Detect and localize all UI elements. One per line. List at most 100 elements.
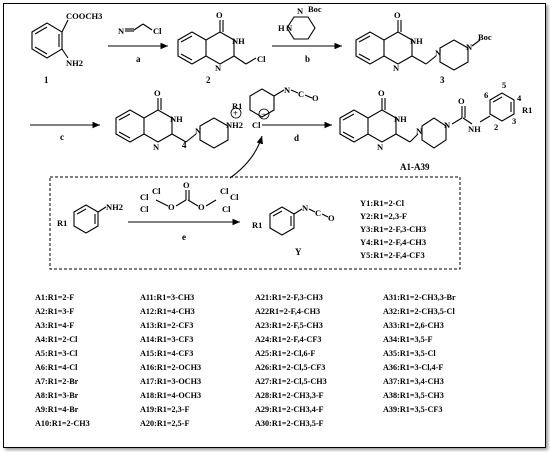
table-entry: A23:R1=2-F,5-CH3 bbox=[255, 321, 323, 330]
table-entry: A33:R1=2,6-CH3 bbox=[383, 321, 444, 330]
table-entry: A26:R1=2-Cl,5-CF3 bbox=[255, 363, 325, 372]
table-entry: A20:R1=2,5-F bbox=[140, 419, 189, 428]
substituent-table-col-3: A21:R1=2-F,3-CH3 A22R1=2-F,4-CH3 A23:R1=… bbox=[255, 293, 327, 428]
c3-piperazine-n1: N bbox=[435, 48, 442, 58]
table-entry: A39:R1=3,5-CF3 bbox=[383, 405, 442, 414]
table-entry: A29:R1=2-CH3,4-F bbox=[255, 405, 324, 414]
aniline-nh2: NH2 bbox=[106, 202, 123, 212]
c4-piperazine-n1: N bbox=[195, 126, 202, 136]
tp-o-1: O bbox=[168, 202, 175, 212]
boc-label-3: Boc bbox=[478, 32, 492, 42]
table-entry: A21:R1=2-F,3-CH3 bbox=[255, 293, 323, 302]
table-entry: A25:R1=2-Cl,6-F bbox=[255, 349, 315, 358]
final-compound-structure: O NH N N N O NH 6 5 4 3 2 R1 bbox=[339, 80, 532, 152]
table-entry: A34:R1=3,5-F bbox=[383, 335, 432, 344]
ring-pos-6: 6 bbox=[484, 90, 488, 100]
table-entry: A38:R1=3,5-CH3 bbox=[383, 391, 444, 400]
tp-o-2: O bbox=[198, 202, 205, 212]
compound-1-structure: COOCH3 NH2 bbox=[31, 11, 102, 68]
final-oxygen: O bbox=[378, 88, 385, 98]
table-entry: A2:R1=3-F bbox=[35, 307, 74, 316]
y-c: C bbox=[315, 208, 321, 218]
table-entry: A18:R1=4-OCH3 bbox=[140, 391, 201, 400]
table-entry: A17:R1=3-OCH3 bbox=[140, 377, 201, 386]
y-item: Y1:R1=2-Cl bbox=[360, 198, 405, 208]
piperazine-nh: H bbox=[278, 23, 285, 33]
table-entry: A35:R1=3,5-Cl bbox=[383, 349, 436, 358]
c4-nh: NH bbox=[170, 114, 183, 124]
chloroacetonitrile-cl: Cl bbox=[153, 26, 162, 36]
c4-nh2-plus: NH2 bbox=[226, 120, 243, 130]
table-entry: A22R1=2-F,4-CH3 bbox=[255, 307, 320, 316]
piperazine-n-boc: N bbox=[297, 6, 304, 16]
substituent-table-col-2: A11:R1=3-CH3 A12:R1=4-CH3 A13:R1=2-CF3 A… bbox=[140, 293, 201, 428]
table-entry: A9:R1=4-Br bbox=[35, 405, 79, 414]
table-entry: A27:R1=2-Cl,5-CH3 bbox=[255, 377, 327, 386]
piperazine-n-h: N bbox=[286, 23, 293, 33]
reagent-e: e bbox=[182, 232, 186, 242]
substituent-table-col-4: A31:R1=2-CH3,3-Br A32:R1=2-CH3,5-Cl A33:… bbox=[383, 293, 456, 414]
reagent-a: a bbox=[136, 54, 141, 64]
tp-cl-3: Cl bbox=[140, 204, 149, 214]
y-list: Y1:R1=2-Cl Y2:R1=2,3-F Y3:R1=2-F,3-CH3 Y… bbox=[360, 198, 426, 260]
compound-3-structure: O NH N N N Boc bbox=[355, 10, 492, 73]
table-entry: A11:R1=3-CH3 bbox=[140, 293, 194, 302]
c2-n: N bbox=[215, 63, 222, 73]
table-entry: A32:R1=2-CH3,5-Cl bbox=[383, 307, 455, 316]
final-r1: R1 bbox=[522, 105, 532, 115]
ring-pos-4: 4 bbox=[517, 93, 522, 103]
table-entry: A36:R1=3-Cl,4-F bbox=[383, 363, 443, 372]
tp-cl-6: Cl bbox=[222, 204, 231, 214]
final-urea-nh: NH bbox=[468, 124, 481, 134]
reagent-b: b bbox=[305, 54, 310, 64]
isocyanate-synthesis-box bbox=[49, 176, 461, 270]
c2-oxygen: O bbox=[216, 10, 223, 20]
table-entry: A13:R1=2-CF3 bbox=[140, 321, 193, 330]
nh2-label-1: NH2 bbox=[66, 58, 83, 68]
table-entry: A14:R1=3-CF3 bbox=[140, 335, 193, 344]
iso-o: O bbox=[312, 93, 319, 103]
substituent-table-col-1: A1:R1=2-F A2:R1=3-F A3:R1=4-F A4:R1=2-Cl… bbox=[35, 293, 90, 428]
table-entry: A19:R1=2,3-F bbox=[140, 405, 189, 414]
table-entry: A7:R1=2-Br bbox=[35, 377, 79, 386]
aniline-r1: R1 bbox=[57, 218, 67, 228]
table-entry: A4:R1=2-Cl bbox=[35, 335, 78, 344]
y-r1: R1 bbox=[252, 220, 262, 230]
c3-oxygen: O bbox=[394, 10, 401, 20]
ring-pos-3: 3 bbox=[512, 116, 516, 126]
y-item: Y5:R1=2-F,4-CF3 bbox=[360, 250, 425, 260]
figure-frame bbox=[3, 3, 546, 448]
compound-1-label: 1 bbox=[44, 75, 49, 85]
y-n: N bbox=[302, 203, 309, 213]
boc-label-b: Boc bbox=[308, 4, 322, 14]
reagent-c: c bbox=[60, 132, 64, 142]
compound-2-label: 2 bbox=[206, 75, 211, 85]
y-item: Y2:R1=2,3-F bbox=[360, 211, 407, 221]
curved-arrow bbox=[229, 135, 264, 179]
iso-c: C bbox=[298, 89, 304, 99]
table-entry: A15:R1=4-CF3 bbox=[140, 349, 193, 358]
final-piperazine-n4: N bbox=[444, 120, 451, 130]
table-entry: A31:R1=2-CH3,3-Br bbox=[383, 293, 456, 302]
tp-o-carbonyl: O bbox=[183, 180, 190, 190]
compound-4-label: 4 bbox=[182, 140, 187, 150]
c4-minus-charge: − bbox=[261, 109, 266, 119]
c3-piperazine-n4: N bbox=[466, 42, 473, 52]
table-entry: A3:R1=4-F bbox=[35, 321, 74, 330]
c4-oxygen: O bbox=[154, 88, 161, 98]
table-entry: A24:R1=2-F,4-CF3 bbox=[255, 335, 321, 344]
y-item: Y4:R1=2-F,4-CH3 bbox=[360, 237, 426, 247]
compound-2-structure: O NH N Cl bbox=[177, 10, 266, 73]
final-nh: NH bbox=[394, 114, 407, 124]
table-entry: A10:R1=2-CH3 bbox=[35, 419, 90, 428]
arrow-b: N Boc H N b bbox=[272, 4, 342, 64]
final-urea-o: O bbox=[458, 96, 465, 106]
table-entry: A8:R1=3-Br bbox=[35, 391, 79, 400]
arrow-a: N Cl a bbox=[108, 23, 168, 64]
tp-cl-2: Cl bbox=[152, 186, 161, 196]
table-entry: A5:R1=3-Cl bbox=[35, 349, 78, 358]
c2-cl: Cl bbox=[257, 54, 266, 64]
table-entry: A28:R1=2-CH3,3-F bbox=[255, 391, 324, 400]
nitrile-n: N bbox=[118, 26, 125, 36]
